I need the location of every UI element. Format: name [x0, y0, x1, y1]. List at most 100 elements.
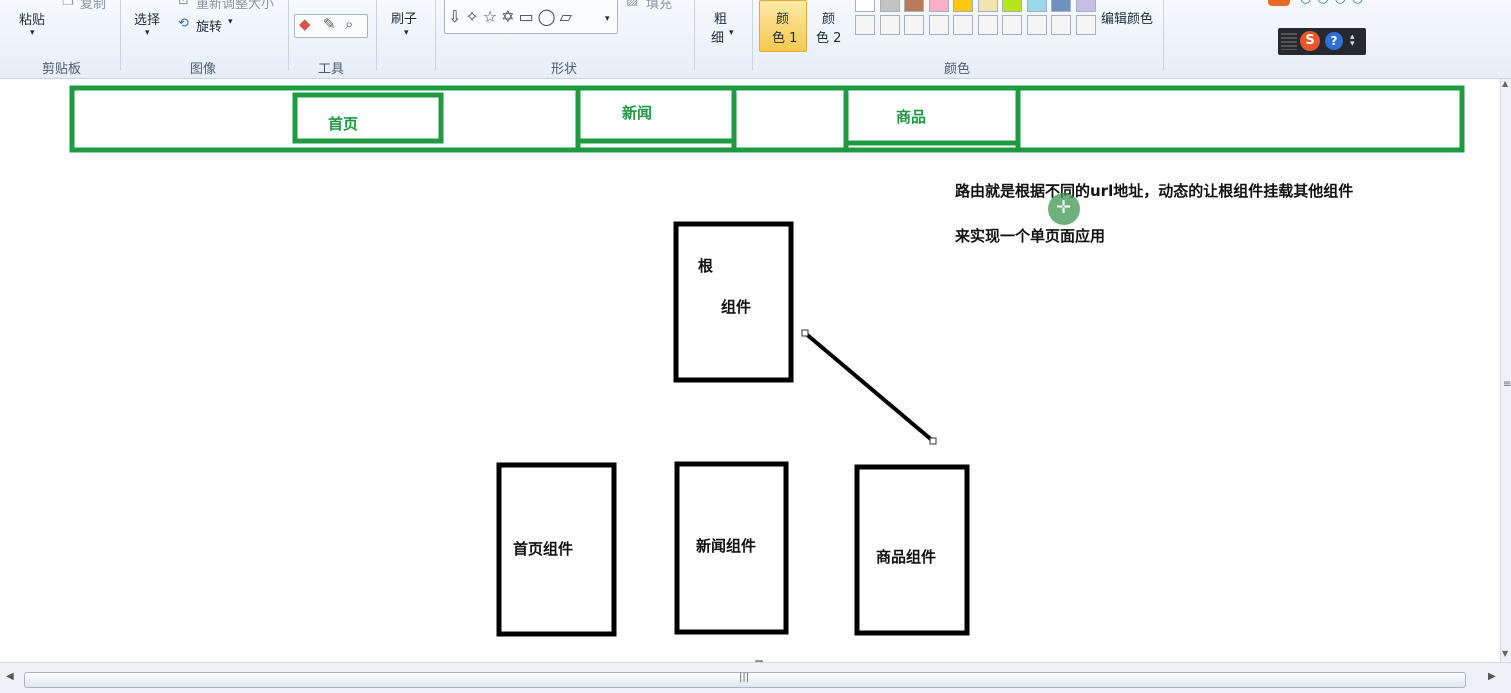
- color-swatch[interactable]: [1051, 0, 1071, 12]
- color-swatch[interactable]: [928, 0, 949, 12]
- rotate-icon: ⟲: [178, 16, 189, 31]
- colors-group-label: 颜色: [944, 62, 971, 77]
- vertical-scrollbar[interactable]: ▲ ≡ ▼: [1500, 79, 1511, 662]
- scroll-left-icon[interactable]: ◀: [6, 671, 14, 682]
- ime-sogou-icon[interactable]: S: [1300, 31, 1320, 51]
- copy-button[interactable]: 复制: [80, 0, 107, 12]
- color-picker-icon[interactable]: ✎: [323, 15, 336, 33]
- products-component-box: [854, 464, 970, 636]
- fill-button[interactable]: 填充: [646, 0, 673, 12]
- shapes-gallery[interactable]: ⇩✧☆✡▭◯▱: [444, 0, 618, 34]
- paint-canvas[interactable]: [0, 79, 1500, 662]
- note-line-2: 来实现一个单页面应用: [955, 227, 1106, 245]
- shapes-scroll-icon[interactable]: ▾: [605, 14, 610, 24]
- eraser-icon[interactable]: ◆: [299, 15, 311, 33]
- color-swatch[interactable]: [904, 15, 924, 35]
- note-line-1: 路由就是根据不同的url地址，动态的让根组件挂载其他组件: [955, 182, 1354, 200]
- horizontal-scrollbar[interactable]: ◀ ||| ▶: [0, 662, 1511, 693]
- divider: [435, 0, 436, 70]
- horizontal-scroll-thumb[interactable]: |||: [24, 672, 1466, 688]
- line-handle-end[interactable]: [929, 437, 937, 445]
- resize-icon: ⊡: [178, 0, 189, 8]
- nav-products-label: 商品: [896, 108, 927, 126]
- size-dropdown-icon[interactable]: ▾: [729, 28, 734, 38]
- color-swatch[interactable]: [879, 15, 900, 35]
- scroll-up-icon[interactable]: ▲: [1502, 79, 1509, 88]
- help-icon[interactable]: ?: [1325, 32, 1343, 50]
- divider: [694, 0, 695, 70]
- color-swatch[interactable]: [1026, 15, 1047, 35]
- color-swatch[interactable]: [1075, 0, 1096, 12]
- move-cursor-icon: ✛: [1048, 193, 1080, 225]
- copy-icon: ❐: [62, 0, 74, 9]
- scroll-right-icon[interactable]: ▶: [1488, 671, 1496, 682]
- root-label: 根: [698, 257, 714, 275]
- paste-button[interactable]: 粘贴: [19, 13, 46, 28]
- scroll-grip-icon[interactable]: ≡: [1503, 379, 1511, 390]
- nav-home-box: [292, 92, 444, 144]
- rotate-dropdown-icon[interactable]: ▾: [228, 17, 233, 27]
- window-controls-icon[interactable]: ○○○○: [1300, 0, 1369, 6]
- clipboard-group-label: 剪贴板: [42, 62, 82, 77]
- color-swatch[interactable]: [1002, 0, 1022, 12]
- app-logo-icon: [1268, 0, 1290, 6]
- color-swatch[interactable]: [953, 0, 973, 12]
- rotate-button[interactable]: 旋转: [196, 20, 223, 35]
- color1-label-line1: 颜: [776, 12, 790, 27]
- ime-toolbar: S ? ▴▾: [1278, 28, 1366, 55]
- ime-menu-icon[interactable]: ▴▾: [1350, 32, 1355, 49]
- color2-label-line1[interactable]: 颜: [822, 12, 836, 27]
- news-component-box: [674, 461, 789, 635]
- tools-group-label: 工具: [318, 62, 345, 77]
- size-label-line1[interactable]: 粗: [714, 12, 728, 27]
- home-component-label: 首页组件: [513, 540, 574, 558]
- shapes-group-label: 形状: [551, 62, 578, 77]
- color1-label-line2: 色 1: [772, 31, 798, 46]
- color-swatch[interactable]: [855, 0, 875, 12]
- resize-button[interactable]: 重新调整大小: [196, 0, 275, 12]
- color-swatch[interactable]: [855, 15, 875, 35]
- edit-colors-button[interactable]: 编辑颜色: [1101, 12, 1154, 27]
- brushes-button[interactable]: 刷子: [391, 12, 418, 27]
- color-swatch[interactable]: [977, 15, 998, 35]
- color-swatch[interactable]: [904, 0, 924, 12]
- size-label-line2[interactable]: 细: [711, 31, 725, 46]
- divider: [376, 0, 377, 70]
- divider: [288, 0, 289, 70]
- color-swatch[interactable]: [977, 0, 998, 12]
- ime-grip-icon[interactable]: [1281, 33, 1297, 50]
- color-swatch[interactable]: [1051, 15, 1071, 35]
- root-component-label: 组件: [721, 298, 752, 316]
- color-swatch[interactable]: [928, 15, 949, 35]
- color-swatch[interactable]: [953, 15, 973, 35]
- root-component-box: [673, 221, 794, 383]
- ribbon-toolbar: 粘贴 ▾ ❐ 复制 剪贴板 选择 ▾ ⊡ 重新调整大小 ⟲ 旋转 ▾ 图像 ◆ …: [0, 0, 1511, 79]
- brushes-dropdown-icon[interactable]: ▾: [404, 28, 409, 38]
- nav-bar-frame: [69, 85, 1465, 153]
- color-swatch[interactable]: [1002, 15, 1022, 35]
- shapes-row-icon[interactable]: ⇩✧☆✡▭◯▱: [448, 7, 576, 26]
- color2-label-line2[interactable]: 色 2: [816, 31, 842, 46]
- fill-icon: ▨: [626, 0, 639, 8]
- nav-home-label: 首页: [328, 115, 359, 133]
- divider: [120, 0, 121, 70]
- paste-dropdown-icon[interactable]: ▾: [30, 28, 35, 38]
- select-button[interactable]: 选择: [134, 13, 161, 28]
- crosshair-icon: ✛: [1056, 197, 1072, 218]
- scroll-down-icon[interactable]: ▼: [1502, 649, 1509, 658]
- divider: [1163, 0, 1164, 70]
- color-swatch[interactable]: [879, 0, 900, 12]
- color-swatch[interactable]: [1075, 15, 1096, 35]
- line-handle-start[interactable]: [801, 329, 809, 337]
- home-component-box: [496, 462, 617, 637]
- color-swatch[interactable]: [1026, 0, 1047, 12]
- select-dropdown-icon[interactable]: ▾: [145, 28, 150, 38]
- image-group-label: 图像: [190, 62, 217, 77]
- connector-line[interactable]: [803, 331, 935, 443]
- magnifier-icon[interactable]: ⌕: [345, 15, 354, 33]
- news-component-label: 新闻组件: [696, 537, 757, 555]
- scroll-grip-icon: |||: [739, 672, 750, 683]
- tools-box: ◆ ✎ ⌕: [294, 14, 368, 38]
- color1-button[interactable]: 颜 色 1: [759, 0, 807, 52]
